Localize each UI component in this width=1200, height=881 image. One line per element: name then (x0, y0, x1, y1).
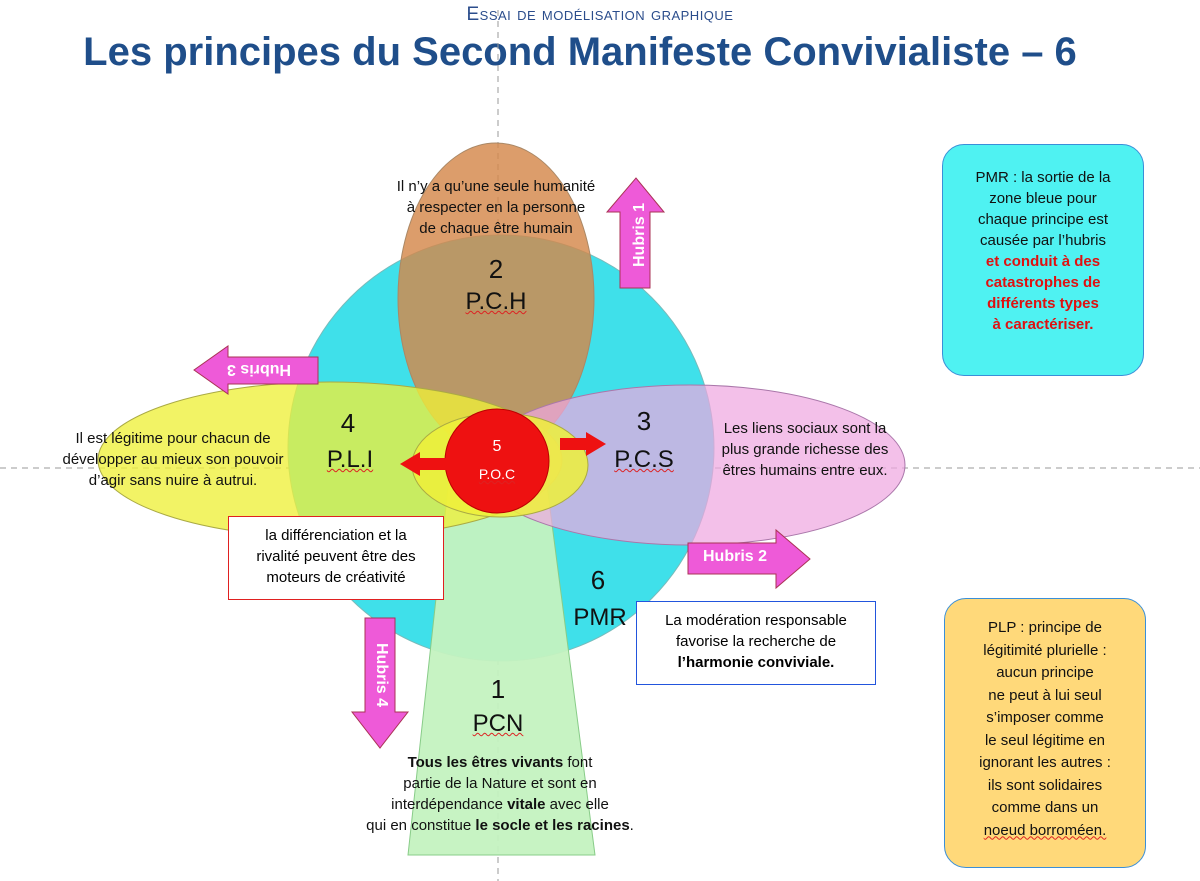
pli-number: 4 (340, 408, 356, 438)
page-subtitle: Essai de modélisation graphique (466, 4, 734, 25)
rivalry-box: la différenciation et la rivalité peuven… (228, 516, 444, 600)
hubris-2-arrow (687, 528, 811, 590)
pcs-text: Les liens sociaux sont la plus grande ri… (721, 420, 889, 479)
plp-card: PLP : principe de légitimité plurielle :… (944, 598, 1146, 868)
hubris-4-label: Hubris 4 (373, 642, 391, 708)
pch-text: Il n’y a qu’une seule humanité à respect… (396, 178, 596, 237)
pmr-card: PMR : la sortie de la zone bleue pour ch… (942, 144, 1144, 376)
arrow-left (400, 452, 447, 476)
pcs-label: P.C.S (614, 446, 674, 473)
poc-label: P.O.C (478, 466, 516, 482)
pcs-number: 3 (636, 406, 652, 436)
poc-circle (444, 408, 550, 514)
hubris-3-label: Hubris 3 (227, 361, 292, 378)
pch-number: 2 (488, 254, 504, 284)
hubris-1-arrow (605, 177, 666, 289)
poc-number: 5 (492, 438, 502, 455)
pcn-label: PCN (472, 710, 524, 737)
pcn-number: 1 (490, 674, 506, 704)
hubris-3-arrow (193, 345, 319, 395)
arrow-right (560, 432, 606, 456)
moderation-box: La modération responsable favorise la re… (636, 601, 876, 685)
page-title: Les principes du Second Manifeste Conviv… (83, 30, 1077, 74)
pch-label: P.C.H (465, 288, 527, 315)
hubris-4-arrow (350, 617, 410, 749)
pcn-text: Tous les êtres vivants font partie de la… (366, 754, 634, 834)
hubris-2-label: Hubris 2 (703, 548, 768, 565)
pli-label: P.L.I (326, 446, 374, 473)
pmr-label: PMR (573, 604, 627, 631)
pli-text: Il est légitime pour chacun de développe… (62, 430, 284, 489)
pmr-number: 6 (590, 565, 606, 595)
